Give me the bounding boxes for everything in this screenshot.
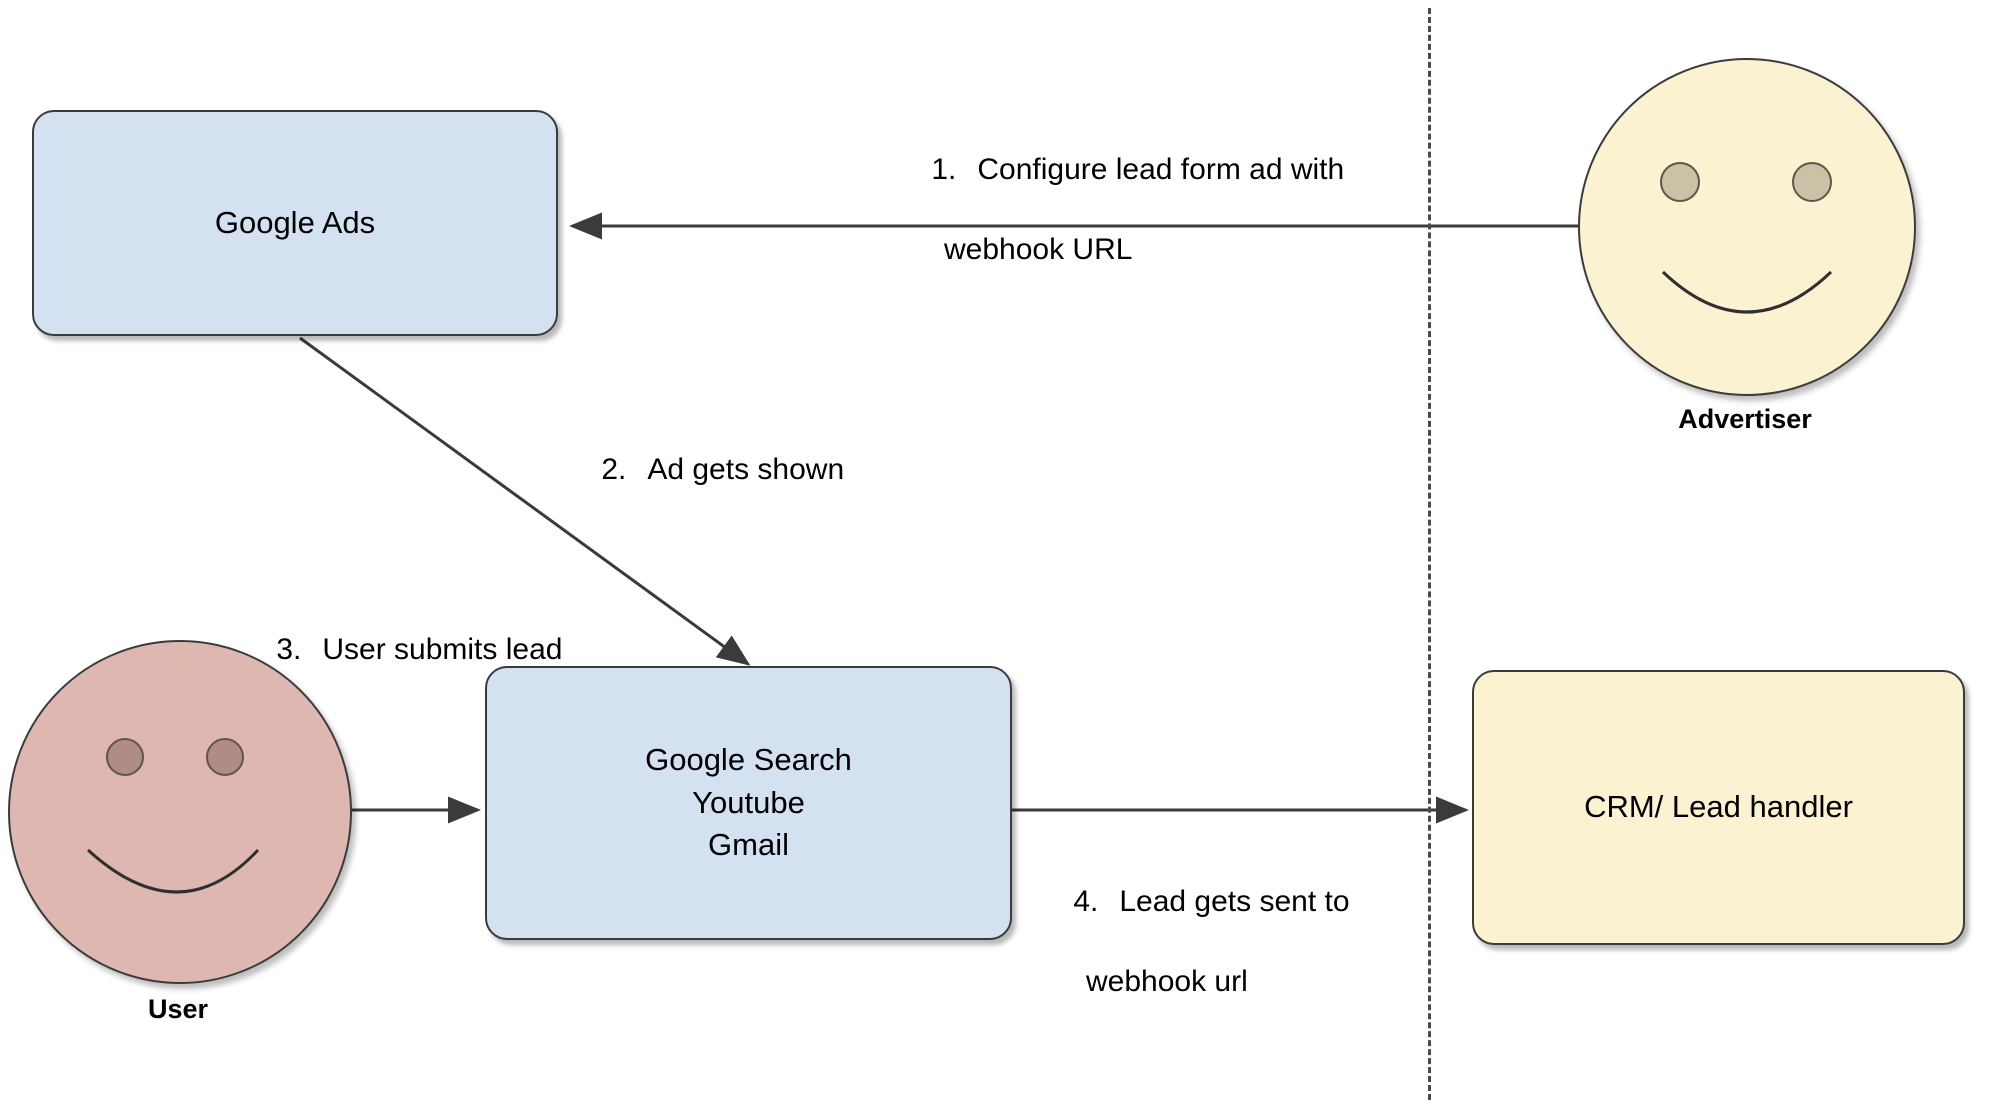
edge-label-2: 2. Ad gets shown: [568, 410, 844, 530]
actor-user-caption: User: [147, 994, 209, 1024]
node-google-surfaces-line2: Youtube: [692, 784, 805, 820]
boundary-divider: [1428, 8, 1431, 1100]
actor-advertiser[interactable]: [1578, 58, 1916, 396]
node-crm-lead-handler[interactable]: CRM/ Lead handler: [1472, 670, 1965, 945]
edge-label-1-line1: Configure lead form ad with: [977, 152, 1345, 186]
edge-label-1: 1. Configure lead form ad with webhook UR…: [898, 110, 1344, 349]
edge-label-1-number: 1.: [931, 152, 957, 186]
edge-label-4-line2: webhook url: [1086, 964, 1248, 998]
actor-user[interactable]: [8, 640, 352, 984]
edge-label-2-line1: Ad gets shown: [647, 452, 845, 486]
node-google-surfaces[interactable]: Google Search Youtube Gmail: [485, 666, 1012, 940]
user-left-eye-icon: [106, 738, 144, 776]
node-google-surfaces-line3: Gmail: [708, 827, 789, 863]
node-google-ads[interactable]: Google Ads: [32, 110, 558, 336]
edge-label-4-number: 4.: [1073, 884, 1099, 918]
edge-label-3: 3. User submits lead: [243, 590, 562, 710]
advertiser-right-eye-icon: [1792, 162, 1832, 202]
edge-label-3-line1: User submits lead: [322, 632, 563, 666]
edge-label-4: 4. Lead gets sent to webhook url: [1040, 842, 1350, 1081]
advertiser-smile-icon: [1661, 270, 1833, 314]
edge-label-3-number: 3.: [276, 632, 302, 666]
node-google-surfaces-line1: Google Search: [645, 742, 852, 778]
user-smile-icon: [86, 848, 260, 894]
actor-advertiser-caption: Advertiser: [1678, 404, 1812, 434]
node-google-ads-label: Google Ads: [214, 204, 376, 240]
advertiser-left-eye-icon: [1660, 162, 1700, 202]
edge-label-2-number: 2.: [601, 452, 627, 486]
edge-label-1-line2: webhook URL: [944, 232, 1133, 266]
node-crm-lead-handler-label: CRM/ Lead handler: [1584, 789, 1853, 825]
edge-label-4-line1: Lead gets sent to: [1119, 884, 1350, 918]
user-right-eye-icon: [206, 738, 244, 776]
